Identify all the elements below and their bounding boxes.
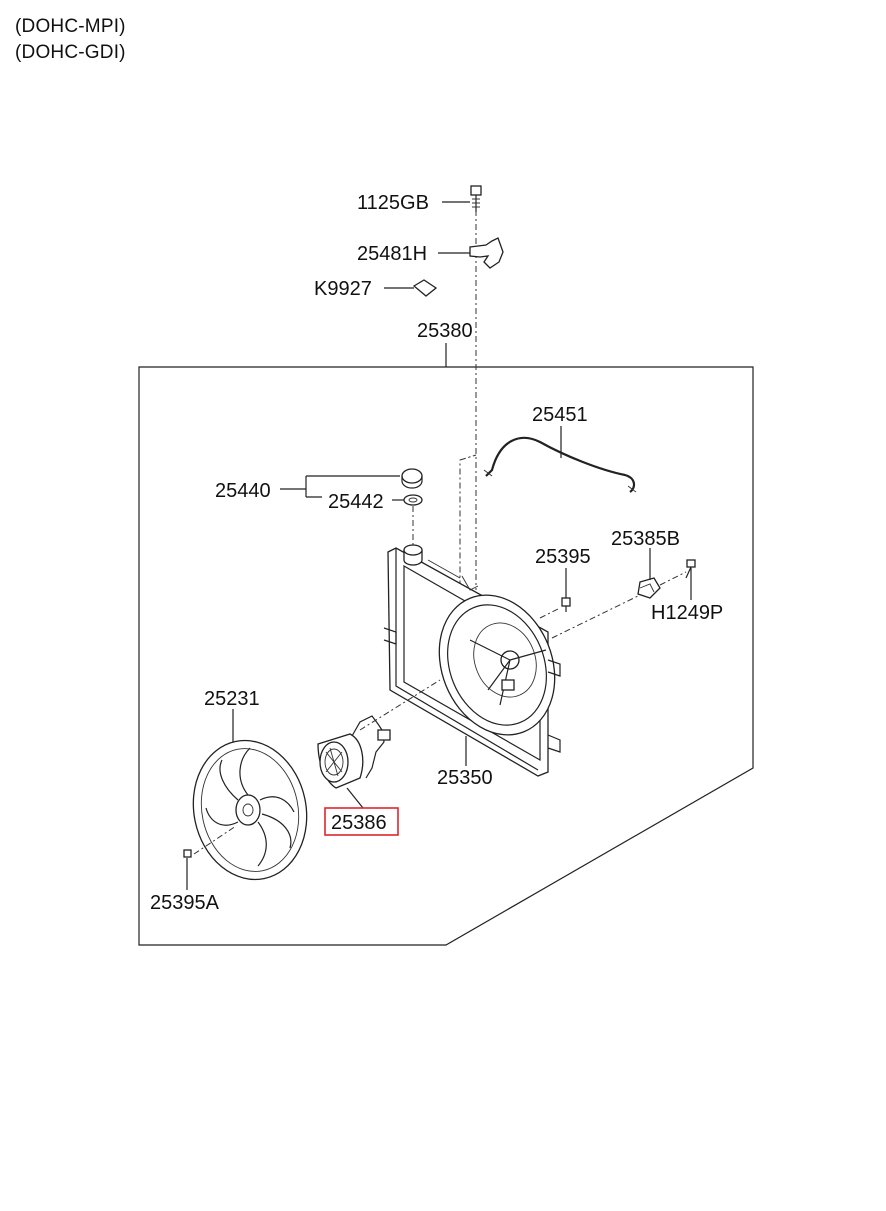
- engine-variant-mpi: (DOHC-MPI): [15, 16, 126, 37]
- motor-axis-line: [359, 679, 441, 731]
- hose-clamp-lines: [483, 469, 637, 493]
- label-25481h[interactable]: 25481H: [357, 243, 427, 265]
- screw-25395-icon: [561, 597, 571, 612]
- assembly-boundary: [138, 366, 754, 946]
- label-25442[interactable]: 25442: [328, 491, 384, 513]
- label-25440[interactable]: 25440: [215, 480, 271, 502]
- label-25231[interactable]: 25231: [204, 688, 260, 710]
- shroud-25350-icon: [383, 544, 561, 777]
- leader-25386: [346, 787, 364, 809]
- cap-25440-icon: [401, 468, 423, 489]
- resistor-25385b-icon: [637, 577, 661, 599]
- nut-25395a-icon: [183, 849, 192, 858]
- highlight-box-25386: [324, 807, 399, 836]
- label-25395[interactable]: 25395: [535, 546, 591, 568]
- hose-axis-line: [459, 454, 477, 590]
- label-h1249p[interactable]: H1249P: [651, 602, 723, 624]
- label-k9927[interactable]: K9927: [314, 278, 372, 300]
- screw-axis-line: [539, 607, 561, 619]
- leader-25440: [280, 475, 400, 498]
- nut-k9927-icon: [412, 279, 438, 297]
- label-25380[interactable]: 25380: [417, 320, 473, 342]
- fan-axis-line: [193, 825, 237, 855]
- seal-25442-icon: [403, 494, 423, 506]
- label-25385b[interactable]: 25385B: [611, 528, 680, 550]
- label-1125gb[interactable]: 1125GB: [357, 192, 429, 214]
- label-25350[interactable]: 25350: [437, 767, 493, 789]
- bracket-25481h-icon: [469, 237, 504, 269]
- label-25386[interactable]: 25386: [331, 812, 387, 834]
- bolt-h1249p-icon: [685, 559, 696, 579]
- engine-variant-gdi: (DOHC-GDI): [15, 42, 126, 63]
- resistor-axis-line: [551, 595, 639, 639]
- label-25451[interactable]: 25451: [532, 404, 588, 426]
- hose-25451-icon: [485, 436, 636, 493]
- fan-25231-icon: [192, 739, 308, 881]
- bolt-1125gb-icon: [470, 185, 482, 212]
- motor-25386-icon: [317, 715, 391, 789]
- bolt-h1249p-axis: [659, 571, 687, 586]
- label-25395a[interactable]: 25395A: [150, 892, 220, 914]
